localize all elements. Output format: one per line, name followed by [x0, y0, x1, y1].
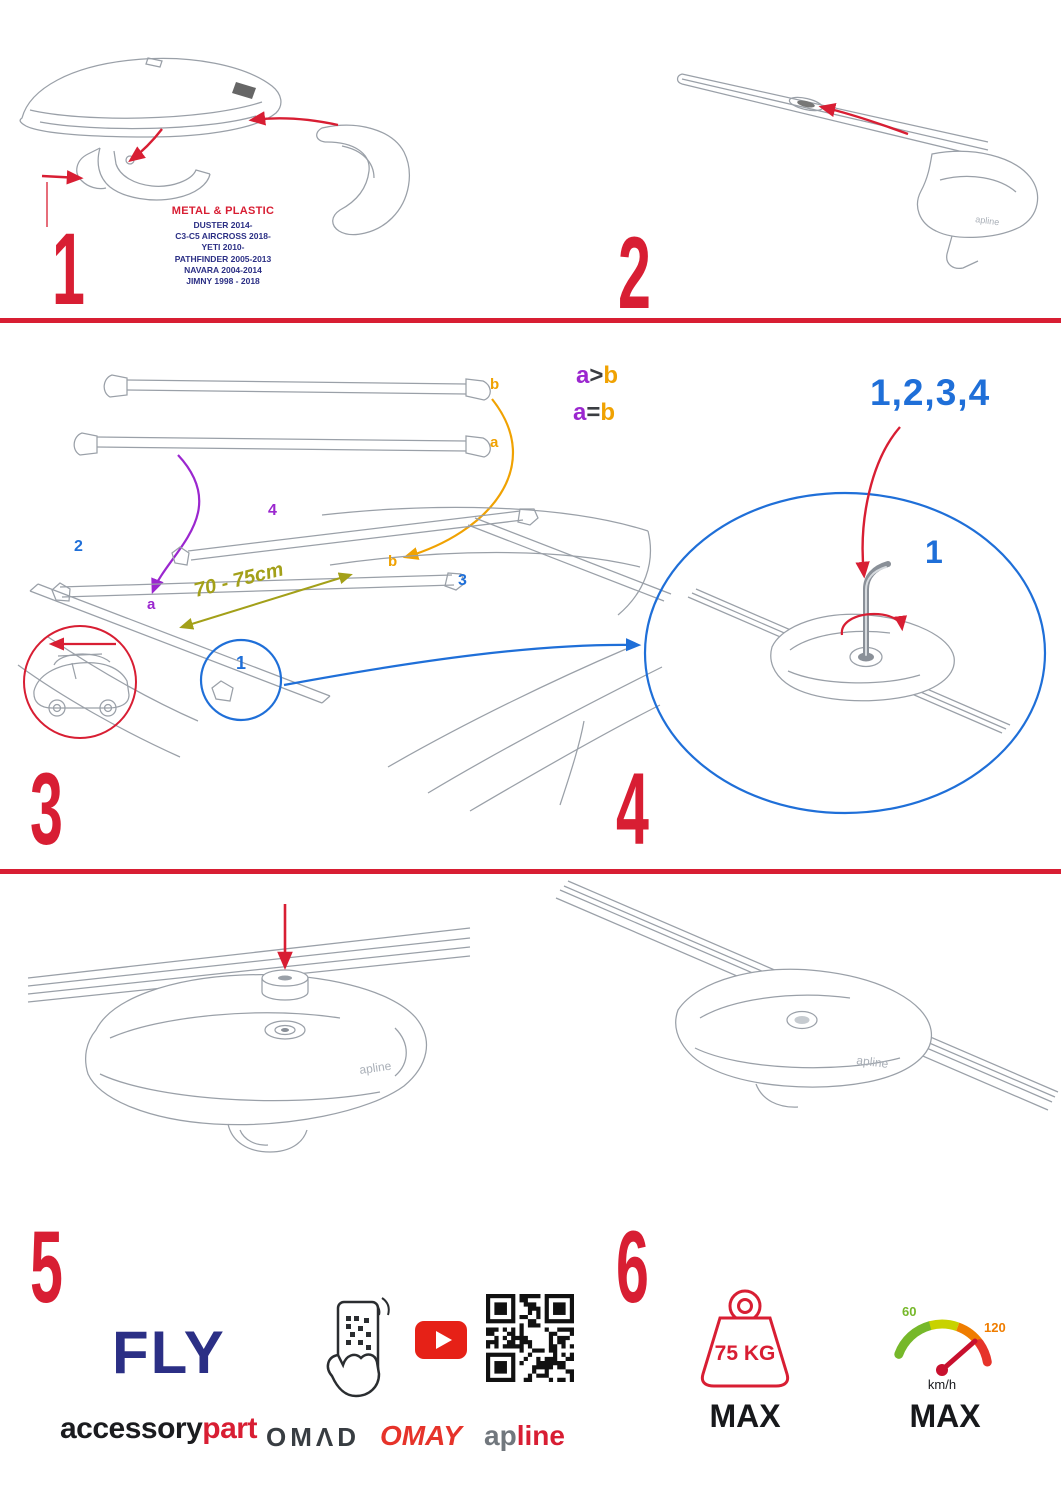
clamp-logo-text: apline [856, 1053, 890, 1071]
step5-knob-drawing: apline [27, 904, 471, 1153]
foot2-label: 2 [74, 538, 83, 555]
step3-number: 3 [30, 752, 63, 866]
compare-gt-label: a>b [576, 362, 618, 390]
foot3-label: 3 [458, 572, 467, 589]
clamp-logo-text: apline [358, 1059, 392, 1077]
foot1-label: 1 [236, 653, 246, 673]
bar-logo-text: apline [975, 214, 1000, 227]
qr-code [486, 1294, 574, 1382]
compare-eq-label: a=b [573, 399, 615, 427]
step6-mounted-clamp-drawing: apline [555, 880, 1059, 1111]
speed-120-label: 120 [984, 1320, 1006, 1335]
model-line: YETI 2010- [201, 242, 245, 253]
roof-b-label: b [388, 553, 397, 570]
model-line: NAVARA 2004-2014 [184, 264, 262, 275]
apline-logo-gray: ap [484, 1420, 517, 1451]
bar-b-label: b [490, 376, 499, 393]
weight-max-label: MAX [709, 1398, 781, 1434]
step1-number: 1 [52, 212, 85, 326]
step1-clamp-exploded-drawing [19, 57, 410, 236]
model-line: DUSTER 2014- [193, 220, 253, 230]
omay-logo: OMAY [380, 1420, 462, 1451]
speed-max-label: MAX [909, 1398, 981, 1434]
material-label: METAL & PLASTIC [171, 205, 275, 217]
step6-number: 6 [616, 1210, 649, 1324]
apline-logo: apline [484, 1420, 565, 1452]
bar-a-label: a [490, 434, 499, 451]
compare-eq-a: a [573, 399, 587, 426]
compare-gt-a: a [576, 362, 590, 389]
phone-scan-icon [326, 1297, 390, 1398]
phone-qr-pixels [346, 1316, 371, 1350]
speed-60-label: 60 [902, 1304, 916, 1319]
foot4-label: 4 [268, 502, 277, 519]
speedometer-icon: 60 120 km/h [894, 1304, 1006, 1392]
compare-eq-op: = [586, 399, 601, 426]
section-divider [0, 869, 1061, 874]
step5-number: 5 [30, 1210, 63, 1324]
model-line: C3-C5 AIRCROSS 2018- [175, 231, 271, 242]
roof-a-label: a [147, 596, 156, 613]
fitment-list: METAL & PLASTIC DUSTER 2014- C3-C5 AIRCR… [118, 205, 328, 287]
foot1-highlight-circle [199, 638, 283, 722]
omad-logo: OMΛD [266, 1422, 360, 1452]
span-measurement-label: 70 - 75cm [192, 558, 286, 601]
qr-finder-patterns [486, 1294, 574, 1382]
step2-number: 2 [618, 216, 651, 330]
accessorypart-logo-black: accessory [60, 1412, 203, 1445]
accessorypart-logo: accessorypart [60, 1412, 257, 1446]
qr-modules [486, 1294, 574, 1382]
compare-eq-b: b [600, 399, 616, 426]
row3-drawings: apline apline [27, 880, 1059, 1153]
step3-roof-drawing: 70 - 75cm 1 2 4 3 a b [17, 502, 672, 812]
accessorypart-logo-red: part [202, 1412, 257, 1445]
speed-unit-label: km/h [928, 1377, 956, 1392]
step3-car-inset-drawing [23, 625, 137, 739]
step4-number: 4 [616, 752, 649, 866]
compare-gt-b: b [603, 362, 619, 389]
step4-detail-drawing: 1 [643, 426, 1047, 815]
apline-logo-red: line [516, 1420, 565, 1451]
product-model-name: FLY [112, 1319, 226, 1386]
key-step-label: 1 [925, 534, 943, 570]
model-line: PATHFINDER 2005-2013 [174, 253, 272, 264]
step2-crossbar-drawing: apline [676, 73, 1039, 270]
speedometer-needle [939, 1338, 978, 1373]
weight-value-label: 75 KG [715, 1342, 776, 1365]
row1-drawings: apline [19, 57, 1039, 270]
youtube-icon [415, 1321, 467, 1359]
tightening-sequence-label: 1,2,3,4 [870, 372, 991, 413]
step3-crossbars-drawing: b a [73, 374, 514, 595]
row2-drawings: b a [17, 374, 1047, 815]
model-line: JIMNY 1998 - 2018 [186, 276, 260, 287]
section-divider [0, 318, 1061, 323]
weight-icon: 75 KG [700, 1289, 790, 1388]
compare-gt-op: > [589, 362, 604, 389]
knob-drawing [261, 969, 309, 1001]
